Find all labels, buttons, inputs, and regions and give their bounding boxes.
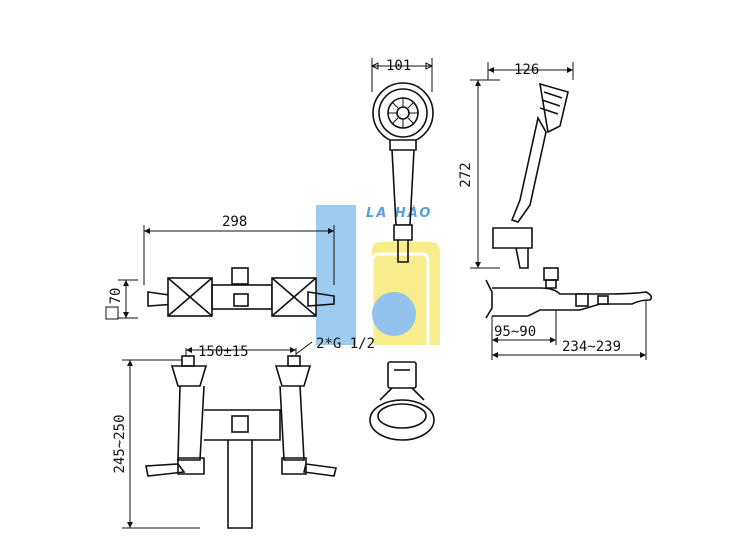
- watermark-logo: LA HÀO: [316, 205, 440, 345]
- hand-shower-front: 101: [370, 58, 434, 263]
- dim-height: 245~250: [112, 414, 128, 473]
- shower-holder-side: 126 272: [458, 62, 574, 269]
- front-view: 150±15 2*G 1/2 245~250: [112, 336, 375, 529]
- side-view: 95~90 234~239: [485, 267, 653, 360]
- dim-centers: 150±15: [198, 344, 249, 360]
- dim-spout-length: 234~239: [562, 339, 621, 355]
- top-view: 298 70: [105, 214, 335, 320]
- dim-holder-width: 126: [514, 62, 539, 78]
- dim-thread-spec: 2*G 1/2: [316, 336, 375, 352]
- dim-handset-width: 101: [386, 58, 411, 74]
- dim-body-width: 298: [222, 214, 247, 230]
- dim-body-depth: 70: [108, 288, 124, 305]
- dim-holder-height: 272: [458, 162, 474, 187]
- shower-bracket: [369, 361, 435, 441]
- dim-spout-base: 95~90: [494, 324, 536, 340]
- watermark-text: LA HÀO: [366, 205, 432, 221]
